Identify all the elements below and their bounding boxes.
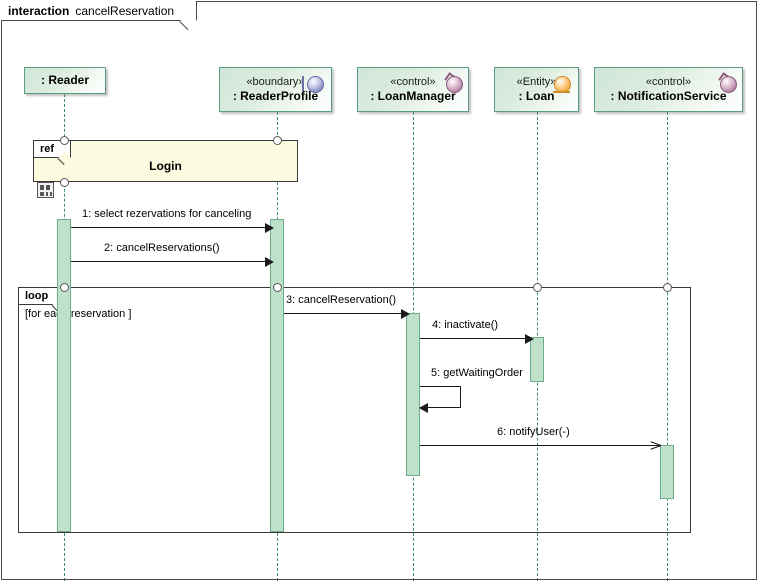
message-6-label: 6: notifyUser(-): [497, 426, 570, 438]
lifeline-head-readerprofile-stereotype: «boundary»: [246, 75, 305, 88]
lifeline-head-loan[interactable]: «Entity» : Loan: [494, 67, 579, 112]
message-4-line[interactable]: [420, 338, 528, 339]
occurrence-dot: [663, 283, 672, 292]
message-3-label: 3: cancelReservation(): [286, 294, 397, 306]
message-6-line[interactable]: [420, 445, 660, 446]
lifeline-head-notificationservice-stereotype: «control»: [645, 75, 692, 88]
message-4-arrowhead: [525, 334, 534, 344]
message-3-arrowhead: [401, 309, 410, 319]
message-5-arrowhead: [419, 403, 428, 413]
lifeline-head-readerprofile-name: : ReaderProfile: [232, 88, 319, 103]
message-6-arrowhead: [650, 439, 660, 451]
message-2-arrowhead: [265, 257, 274, 267]
activation-readerprofile: [270, 219, 284, 532]
activation-reader: [57, 219, 71, 532]
message-4-label: 4: inactivate(): [432, 319, 499, 331]
fragment-ref-login[interactable]: ref Login: [33, 140, 298, 182]
lifeline-notificationservice: [667, 112, 668, 581]
fragment-ref-label-text: ref: [40, 143, 55, 155]
message-2-line[interactable]: [71, 261, 268, 262]
lifeline-head-notificationservice-name: : NotificationService: [610, 88, 727, 103]
interaction-keyword: interaction: [8, 3, 70, 18]
occurrence-dot: [60, 283, 69, 292]
fragment-loop-label-text: loop: [25, 290, 49, 302]
lifeline-head-loanmanager[interactable]: «control» : LoanManager: [357, 67, 469, 112]
interaction-name: cancelReservation: [75, 3, 175, 18]
entity-icon: [553, 75, 571, 93]
activation-loan: [530, 337, 544, 382]
fragment-loop-guard: [for each reservation ]: [25, 308, 132, 320]
occurrence-dot: [60, 136, 69, 145]
lifeline-head-loanmanager-name: : LoanManager: [370, 88, 456, 103]
occurrence-dot: [273, 136, 282, 145]
lifeline-head-loan-name: : Loan: [518, 88, 555, 103]
lifeline-head-notificationservice[interactable]: «control» : NotificationService: [594, 67, 743, 112]
message-5-label: 5: getWaitingOrder: [431, 367, 523, 379]
interaction-frame-title[interactable]: interaction cancelReservation: [1, 1, 198, 21]
lifeline-head-loanmanager-stereotype: «control»: [390, 75, 436, 88]
occurrence-dot: [533, 283, 542, 292]
message-2-label: 2: cancelReservations(): [104, 242, 220, 254]
message-1-label: 1: select rezervations for canceling: [82, 208, 252, 220]
occurrence-dot: [273, 283, 282, 292]
boundary-icon: [302, 75, 324, 93]
fragment-loop-label: loop: [19, 288, 66, 305]
fragment-ref-label: ref: [34, 141, 72, 158]
control-icon: [718, 72, 737, 93]
message-5-self-bracket[interactable]: [420, 386, 461, 408]
activation-loanmanager: [406, 313, 420, 476]
message-1-arrowhead: [265, 223, 274, 233]
fragment-ref-title: Login: [149, 159, 182, 173]
lifeline-head-reader-name: : Reader: [40, 73, 90, 87]
occurrence-dot: [60, 178, 69, 187]
control-icon: [444, 72, 463, 93]
lifeline-head-loan-stereotype: «Entity»: [516, 75, 557, 88]
message-1-line[interactable]: [71, 227, 268, 228]
referenced-diagram-icon[interactable]: [37, 182, 54, 198]
fragment-loop[interactable]: loop [for each reservation ]: [18, 287, 691, 533]
lifeline-head-readerprofile[interactable]: «boundary» : ReaderProfile: [219, 67, 332, 112]
activation-notificationservice: [660, 445, 674, 499]
message-3-line[interactable]: [284, 313, 404, 314]
lifeline-head-reader[interactable]: : Reader: [24, 67, 106, 94]
